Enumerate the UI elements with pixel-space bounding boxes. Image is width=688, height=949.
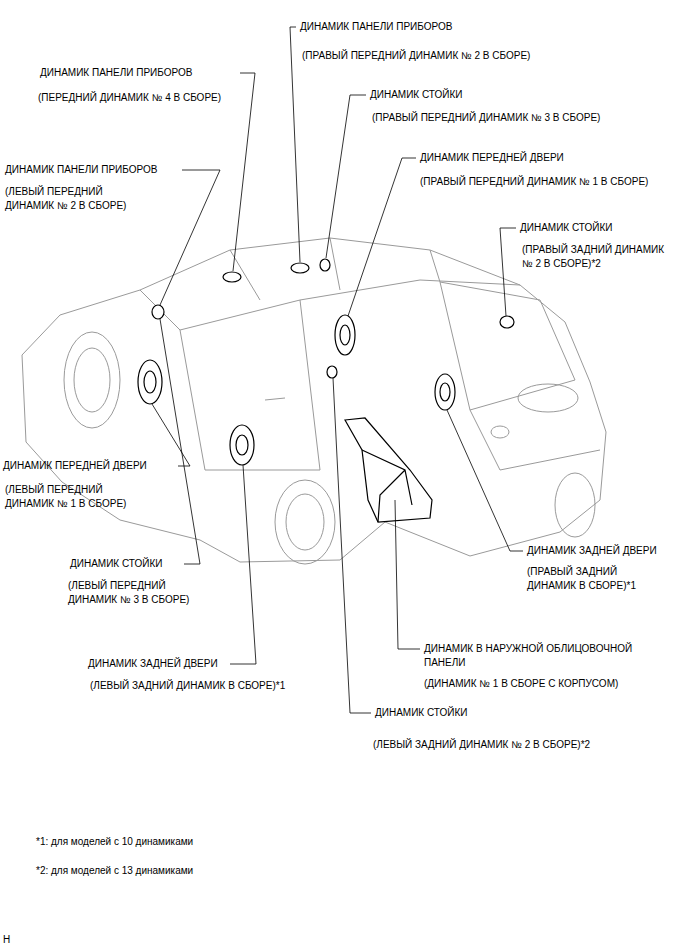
speaker [291, 263, 309, 273]
part-label: ДИНАМИК СТОЙКИ [375, 706, 468, 720]
speaker [152, 305, 164, 319]
footnote: *1: для моделей с 10 динамиками [36, 835, 193, 849]
part-label: ДИНАМИК ПАНЕЛИ ПРИБОРОВ [40, 66, 192, 80]
part-label: (ДИНАМИК № 1 В СБОРЕ С КОРПУСОМ) [424, 677, 618, 691]
part-label: (ПРАВЫЙ ПЕРЕДНИЙ ДИНАМИК № 2 В СБОРЕ) [302, 49, 530, 63]
part-label: (ПРАВЫЙ ПЕРЕДНИЙ ДИНАМИК № 3 В СБОРЕ) [372, 111, 600, 125]
speaker [327, 366, 337, 378]
leader-line [326, 95, 366, 258]
part-label: ДИНАМИК СТОЙКИ [520, 221, 613, 235]
part-label: (ПРАВЫЙ ПЕРЕДНИЙ ДИНАМИК № 1 В СБОРЕ) [420, 175, 648, 189]
pillars [230, 238, 440, 300]
part-label: ДИНАМИК СТОЙКИ [370, 88, 463, 102]
part-label: ДИНАМИК ЗАДНЕЙ ДВЕРИ [527, 544, 657, 558]
part-label: ДИНАМИК ПАНЕЛИ ПРИБОРОВ [300, 20, 452, 34]
subwoofer-detail [362, 450, 412, 522]
speaker-cone [340, 325, 350, 345]
part-label: (ЛЕВЫЙ ЗАДНИЙ ДИНАМИК В СБОРЕ)*1 [90, 679, 285, 693]
leader-line [447, 410, 523, 551]
footnote: *2: для моделей с 13 динамиками [36, 864, 193, 878]
tailgate [470, 410, 600, 470]
front-wheel-rim [74, 348, 110, 412]
leader-line [160, 319, 200, 564]
part-label: (ЛЕВЫЙ ПЕРЕДНИЙ ДИНАМИК № 2 В СБОРЕ) [5, 185, 150, 213]
belt-line [140, 280, 520, 330]
far-wheel [555, 473, 595, 537]
emblem [491, 426, 509, 438]
front-wheel [64, 332, 120, 428]
part-label: ДИНАМИК ПЕРЕДНЕЙ ДВЕРИ [3, 459, 147, 473]
speaker-cone [144, 371, 156, 393]
rear-wheel-rim [286, 494, 324, 550]
leader-line [230, 465, 256, 664]
leader-line [395, 500, 420, 649]
speaker-cone [440, 383, 450, 401]
speaker-cone [236, 435, 248, 455]
subwoofer-box [345, 418, 432, 522]
part-label: ДИНАМИК СТОЙКИ [70, 557, 163, 571]
door-handle [265, 398, 285, 400]
part-label: (ПРАВЫЙ ЗАДНИЙ ДИНАМИК В СБОРЕ)*1 [527, 565, 662, 593]
part-label: (ЛЕВЫЙ ПЕРЕДНИЙ ДИНАМИК № 1 В СБОРЕ) [5, 483, 150, 511]
leader-line [160, 170, 220, 305]
part-label: ДИНАМИК ПЕРЕДНЕЙ ДВЕРИ [420, 151, 564, 165]
part-label: (ПЕРЕДНИЙ ДИНАМИК № 4 В СБОРЕ) [38, 91, 221, 105]
part-label: ДИНАМИК В НАРУЖНОЙ ОБЛИЦОВОЧНОЙ ПАНЕЛИ [424, 642, 649, 670]
leader-line [500, 228, 516, 316]
leader-line [152, 404, 190, 466]
part-label: (ПРАВЫЙ ЗАДНИЙ ДИНАМИК № 2 В СБОРЕ)*2 [522, 243, 672, 271]
tail-lamp [518, 384, 578, 412]
leader-line [233, 73, 255, 271]
speaker [500, 316, 514, 328]
part-label: (ЛЕВЫЙ ЗАДНИЙ ДИНАМИК № 2 В СБОРЕ)*2 [373, 738, 590, 752]
speaker [335, 315, 355, 355]
leader-line [333, 378, 371, 713]
leader-line [348, 158, 416, 316]
leader-line [290, 27, 300, 262]
speaker [138, 360, 162, 404]
part-label: ДИНАМИК ЗАДНЕЙ ДВЕРИ [88, 657, 218, 671]
speaker [230, 425, 254, 465]
rear-wheel [275, 480, 335, 564]
speaker [223, 272, 241, 282]
part-label: (ЛЕВЫЙ ПЕРЕДНИЙ ДИНАМИК № 3 В СБОРЕ) [68, 579, 213, 607]
footnote: H [3, 933, 10, 947]
rear-window [440, 282, 575, 410]
speaker [320, 259, 330, 271]
door-lines [180, 300, 320, 470]
speaker [435, 374, 455, 410]
part-label: ДИНАМИК ПАНЕЛИ ПРИБОРОВ [5, 163, 157, 177]
body-outline [22, 238, 606, 562]
